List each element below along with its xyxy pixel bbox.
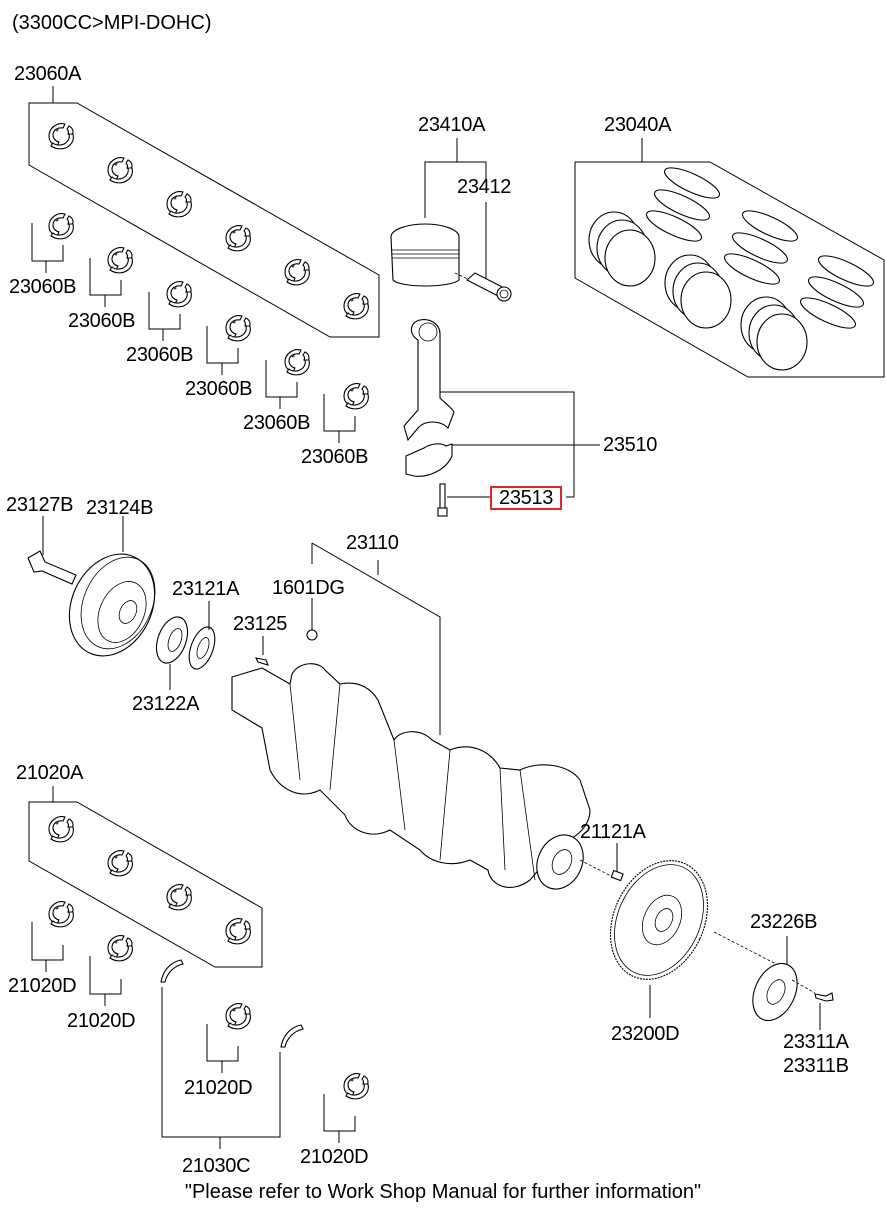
piston-23410A[interactable] [390,138,487,287]
workshop-manual-note: "Please refer to Work Shop Manual for fu… [184,1181,702,1203]
damper-pulley-23124B[interactable] [53,516,170,670]
part-label-23040A[interactable]: 23040A [604,114,672,136]
part-label-23124B[interactable]: 23124B [86,497,154,519]
part-label-23510[interactable]: 23510 [603,434,658,456]
part-label-23110[interactable]: 23110 [346,532,399,554]
pin-21121A[interactable] [579,843,624,882]
bearing-kit-23060A[interactable] [28,86,380,338]
part-label-23060A[interactable]: 23060A [14,63,82,85]
part-label-21121A[interactable]: 21121A [580,821,646,843]
part-label-21020D-2[interactable]: 21020D [67,1010,136,1032]
part-label-23410A[interactable]: 23410A [418,114,486,136]
crankshaft-bolt-23127B[interactable] [27,516,77,585]
part-label-23121A[interactable]: 23121A [172,578,240,600]
part-label-1601DG[interactable]: 1601DG [272,577,345,599]
bearing-23060B-group[interactable] [31,213,369,443]
part-label-23125[interactable]: 23125 [233,613,288,635]
part-label-23513-selected[interactable]: 23513 [490,486,563,510]
part-label-23127B[interactable]: 23127B [6,494,74,516]
part-label-21020D-1[interactable]: 21020D [8,975,77,997]
part-label-23060B-3[interactable]: 23060B [126,344,194,366]
crankshaft-23110[interactable] [231,542,592,897]
crank-sprocket-23122A[interactable] [151,613,194,690]
thrust-washer-21030C[interactable] [160,959,304,1149]
part-label-23412[interactable]: 23412 [457,176,512,198]
bearing-kit-21020A[interactable] [28,786,263,968]
part-label-23226B[interactable]: 23226B [750,911,818,933]
part-label-21020D-3[interactable]: 21020D [184,1077,253,1099]
part-label-23311A[interactable]: 23311A [783,1031,849,1053]
part-label-21020A[interactable]: 21020A [16,762,84,784]
drive-plate-23200D[interactable] [592,845,781,1018]
part-label-23060B-6[interactable]: 23060B [301,446,369,468]
adapter-plate-23226B[interactable] [744,936,816,1028]
part-label-23060B-1[interactable]: 23060B [9,276,77,298]
part-label-21030C[interactable]: 21030C [182,1155,251,1177]
part-label-23060B-2[interactable]: 23060B [68,310,136,332]
sprocket-23121A[interactable] [184,601,220,672]
part-label-23122A[interactable]: 23122A [132,693,200,715]
key-23125[interactable] [255,636,269,666]
connecting-rod-23510[interactable] [403,319,600,498]
bearing-21020D-group[interactable] [31,901,369,1143]
engine-spec-title: (3300CC>MPI-DOHC) [12,12,212,34]
flywheel-bolt-23311[interactable] [814,992,834,1030]
part-label-21020D-4[interactable]: 21020D [300,1146,369,1168]
piston-ring-set-23040A[interactable] [574,138,885,378]
part-label-23200D[interactable]: 23200D [611,1023,680,1045]
piston-pin-23412[interactable] [454,202,512,302]
plug-1601DG[interactable] [306,598,318,641]
part-label-23060B-4[interactable]: 23060B [185,378,253,400]
part-label-23311B[interactable]: 23311B [783,1055,849,1077]
part-label-23060B-5[interactable]: 23060B [243,412,311,434]
connecting-rod-bolt-23513[interactable] [437,483,490,517]
